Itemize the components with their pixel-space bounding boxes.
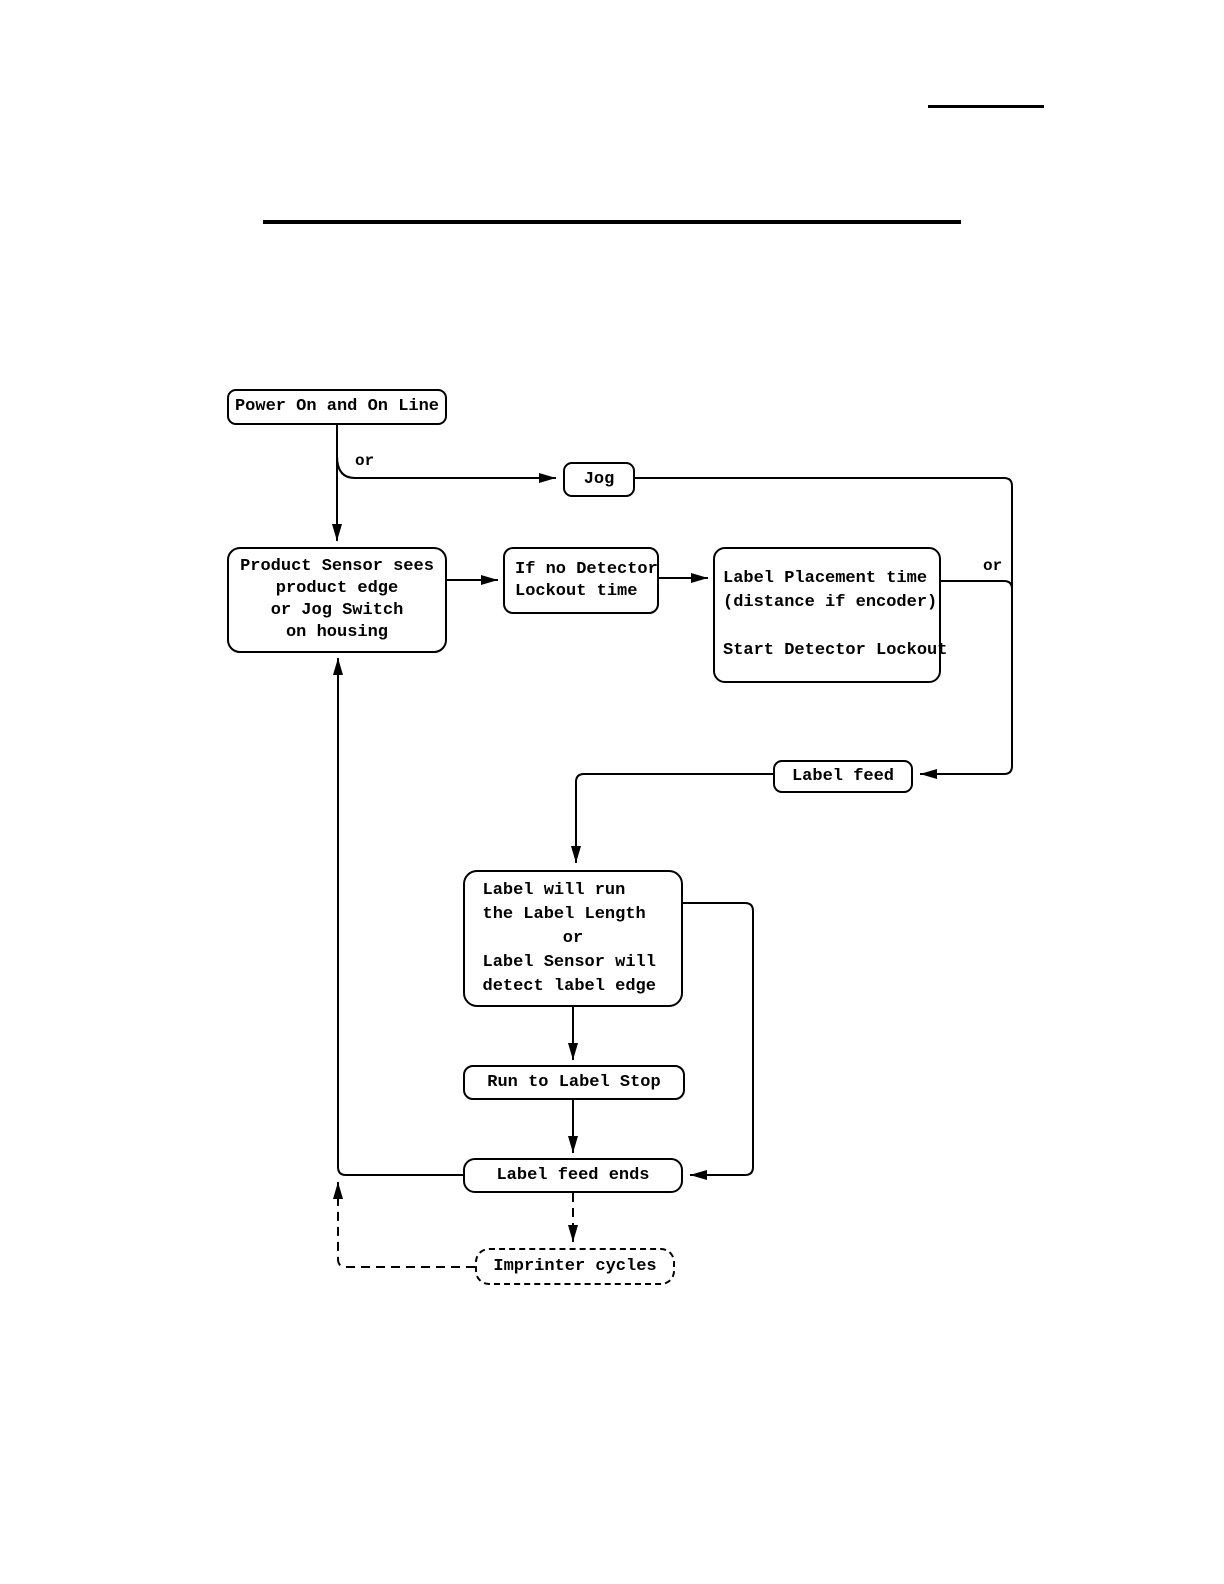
node-label-will-run-line: detect label edge bbox=[482, 976, 656, 996]
node-label-feed-label: Label feed bbox=[791, 766, 895, 786]
node-power-on-label: Power On and On Line bbox=[234, 397, 440, 416]
title-underline-rule bbox=[263, 220, 961, 224]
edge-label-feed-to-label-will-run bbox=[571, 773, 773, 863]
edge-jog-to-label-feed bbox=[635, 477, 1013, 779]
edge-power-on-to-jog bbox=[336, 455, 556, 483]
edge-label-or-jog-branch: or bbox=[355, 452, 375, 470]
node-label-will-run-line: Label will run bbox=[482, 880, 626, 900]
node-label-placement: Label Placement time (distance if encode… bbox=[713, 547, 948, 683]
edge-label-feed-ends-to-product-sensor bbox=[333, 658, 463, 1176]
node-label-feed: Label feed bbox=[773, 760, 913, 793]
node-product-sensor-line: Product Sensor sees bbox=[240, 557, 434, 576]
node-jog: Jog bbox=[563, 462, 635, 497]
node-label-will-run-line: or bbox=[562, 928, 584, 948]
node-imprinter-cycles: Imprinter cycles bbox=[475, 1248, 675, 1285]
node-imprinter-cycles-label: Imprinter cycles bbox=[493, 1256, 657, 1276]
edge-label-will-run-to-label-feed-ends bbox=[683, 902, 754, 1180]
node-label-feed-ends-label: Label feed ends bbox=[496, 1165, 650, 1185]
edge-label-placement-to-rail bbox=[941, 580, 1013, 590]
node-label-feed-ends: Label feed ends bbox=[463, 1158, 683, 1193]
node-label-placement-line: Start Detector Lockout bbox=[723, 641, 948, 660]
node-product-sensor-line: or Jog Switch bbox=[270, 601, 404, 620]
node-label-will-run-line: Label Sensor will bbox=[482, 952, 656, 972]
node-label-will-run-line: the Label Length bbox=[482, 904, 646, 924]
node-label-placement-line: Label Placement time bbox=[723, 569, 928, 588]
node-run-to-label-stop-label: Run to Label Stop bbox=[487, 1072, 661, 1092]
node-power-on: Power On and On Line bbox=[227, 389, 447, 425]
node-product-sensor-line: product edge bbox=[275, 579, 399, 598]
edge-label-or-rail: or bbox=[983, 557, 1003, 575]
node-label-placement-line: (distance if encoder) bbox=[723, 593, 938, 612]
top-right-rule bbox=[928, 105, 1044, 108]
node-run-to-label-stop: Run to Label Stop bbox=[463, 1065, 685, 1100]
node-label-will-run: Label will run the Label Length or Label… bbox=[463, 870, 683, 1007]
edge-imprinter-cycles-feedback bbox=[333, 1182, 475, 1268]
node-if-no-detector-line: Lockout time bbox=[515, 581, 638, 601]
node-label-placement-line bbox=[723, 615, 939, 639]
node-if-no-detector: If no Detector Lockout time bbox=[503, 547, 659, 614]
node-product-sensor-line: on housing bbox=[285, 623, 389, 642]
node-if-no-detector-line: If no Detector bbox=[515, 559, 658, 579]
node-jog-label: Jog bbox=[583, 469, 615, 489]
node-product-sensor: Product Sensor sees product edge or Jog … bbox=[227, 547, 447, 653]
